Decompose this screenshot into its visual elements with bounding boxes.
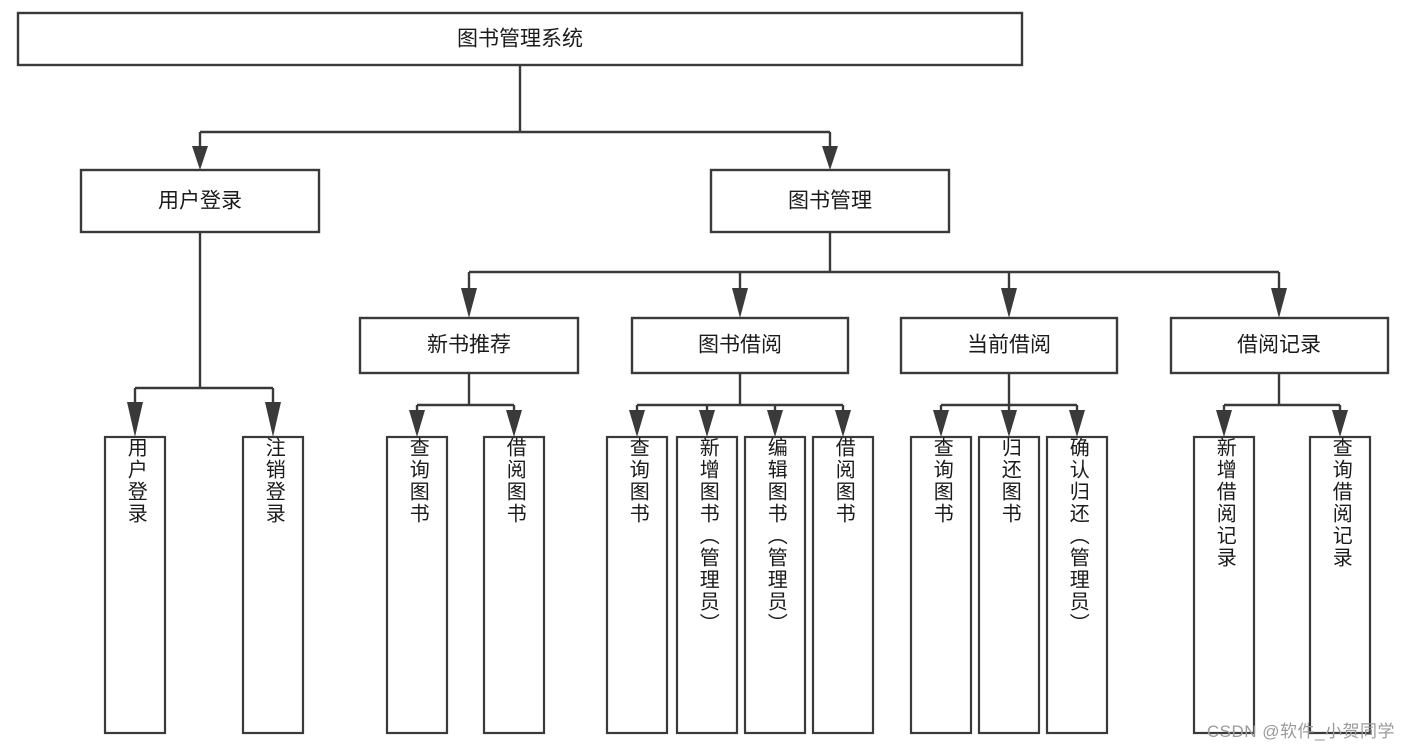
arrow-head-icon bbox=[933, 410, 949, 437]
arrow-head-icon bbox=[1271, 288, 1287, 318]
leaf-box-query-record[interactable] bbox=[1308, 435, 1372, 735]
node-book-management[interactable]: 图书管理 bbox=[709, 168, 951, 234]
node-label: 图书管理系统 bbox=[457, 28, 583, 51]
node-label: 图书借阅 bbox=[698, 334, 782, 357]
node-label: 当前借阅 bbox=[967, 334, 1051, 357]
leaf-box-query-book-2[interactable] bbox=[605, 435, 669, 735]
node-box[interactable] bbox=[79, 168, 321, 234]
node-label: 用户登录 bbox=[158, 190, 242, 213]
arrow-head-icon bbox=[409, 410, 425, 437]
leaf-box-confirm-return-admin[interactable] bbox=[1045, 435, 1109, 735]
node-box[interactable] bbox=[1169, 316, 1390, 375]
arrow-head-icon bbox=[822, 146, 838, 170]
arrow-head-icon bbox=[1001, 410, 1017, 437]
arrow-head-icon bbox=[1001, 288, 1017, 318]
arrow-head-icon bbox=[506, 410, 522, 437]
node-box[interactable] bbox=[899, 316, 1119, 375]
arrow-head-icon bbox=[767, 410, 783, 437]
node-label: 新书推荐 bbox=[427, 334, 511, 357]
arrow-head-icon bbox=[461, 288, 477, 318]
arrow-head-icon bbox=[732, 288, 748, 318]
leaf-box-user-login[interactable] bbox=[103, 435, 167, 735]
node-user-login[interactable]: 用户登录 bbox=[79, 168, 321, 234]
leaf-box-borrow-book-2[interactable] bbox=[811, 435, 875, 735]
arrow-head-icon bbox=[127, 402, 143, 437]
node-label: 借阅记录 bbox=[1237, 334, 1321, 357]
arrow-head-icon bbox=[699, 410, 715, 437]
node-label: 图书管理 bbox=[788, 190, 872, 213]
arrow-head-icon bbox=[629, 410, 645, 437]
arrow-head-icon bbox=[265, 402, 281, 437]
leaf-box-borrow-book-1[interactable] bbox=[482, 435, 546, 735]
node-current-borrow[interactable]: 当前借阅 bbox=[899, 316, 1119, 375]
node-box[interactable] bbox=[16, 11, 1024, 67]
leaf-group bbox=[103, 435, 1372, 735]
leaf-box-add-record[interactable] bbox=[1192, 435, 1256, 735]
watermark-text: CSDN @软件_小贺同学 bbox=[1206, 722, 1395, 741]
arrow-head-icon bbox=[192, 146, 208, 170]
leaf-box-add-book-admin[interactable] bbox=[675, 435, 739, 735]
edge-group bbox=[127, 65, 1348, 437]
node-new-book-recommend[interactable]: 新书推荐 bbox=[358, 316, 580, 375]
node-box[interactable] bbox=[630, 316, 850, 375]
arrow-head-icon bbox=[835, 410, 851, 437]
arrow-head-icon bbox=[1332, 410, 1348, 437]
arrow-head-icon bbox=[1069, 410, 1085, 437]
arrow-head-icon bbox=[1216, 410, 1232, 437]
node-box[interactable] bbox=[358, 316, 580, 375]
leaf-box-edit-book-admin[interactable] bbox=[743, 435, 807, 735]
node-borrow-record[interactable]: 借阅记录 bbox=[1169, 316, 1390, 375]
leaf-box-logout[interactable] bbox=[241, 435, 305, 735]
node-root[interactable]: 图书管理系统 bbox=[16, 11, 1024, 67]
node-book-borrow[interactable]: 图书借阅 bbox=[630, 316, 850, 375]
node-box[interactable] bbox=[709, 168, 951, 234]
leaf-box-query-book-3[interactable] bbox=[909, 435, 973, 735]
leaf-box-query-book-1[interactable] bbox=[385, 435, 449, 735]
leaf-box-return-book[interactable] bbox=[977, 435, 1041, 735]
